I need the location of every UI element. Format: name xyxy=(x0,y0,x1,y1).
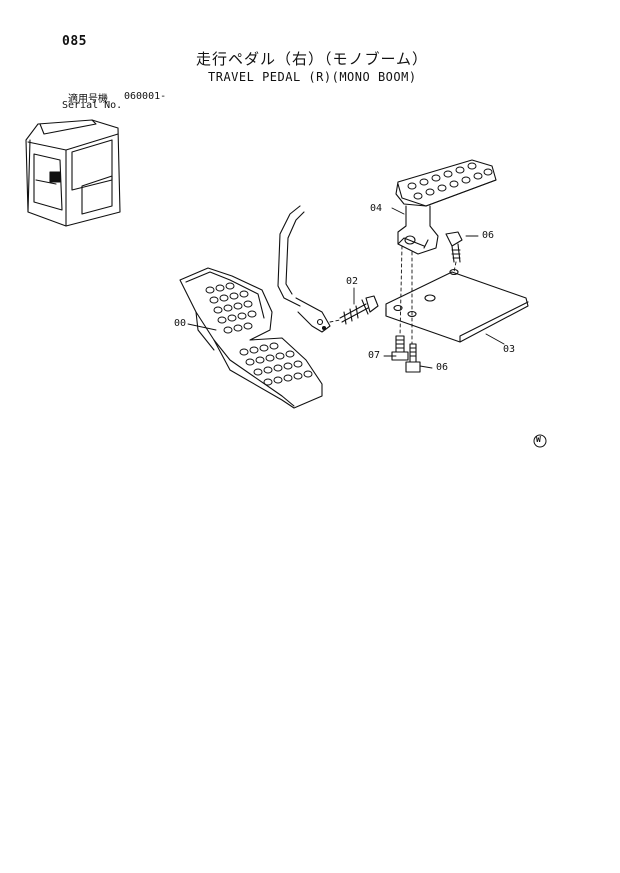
callout-02: 02 xyxy=(346,276,359,287)
bolt-part-06-upper xyxy=(445,231,463,263)
callout-06-lower: 06 xyxy=(436,362,449,373)
bolt-part-06-lower xyxy=(405,343,421,373)
cab-locator-illustration xyxy=(25,119,121,227)
bolt-part-07 xyxy=(391,335,409,361)
w-mark-circle xyxy=(533,434,547,448)
control-rod xyxy=(277,205,331,333)
callout-06-upper: 06 xyxy=(482,230,495,241)
serial-label-japanese: 適用号機 xyxy=(68,94,108,105)
right-pedal-part-04 xyxy=(395,159,497,255)
serial-label-english: Serial No. xyxy=(62,100,123,111)
assembly-guide-lines xyxy=(329,245,457,345)
w-mark: W xyxy=(536,435,541,444)
title-japanese: 走行ペダル（右）（モノブーム） xyxy=(196,50,429,68)
leader-lines xyxy=(187,207,505,369)
title-english: TRAVEL PEDAL (R)(MONO BOOM) xyxy=(208,70,417,84)
callout-04: 04 xyxy=(370,203,383,214)
left-pedal-assembly xyxy=(179,267,323,409)
callout-03: 03 xyxy=(503,344,516,355)
serial-number: 060001- xyxy=(124,91,167,102)
plate-part-03 xyxy=(385,268,529,343)
callout-07: 07 xyxy=(368,350,381,361)
callout-00: 00 xyxy=(174,318,187,329)
bolt-part-02 xyxy=(339,295,379,325)
page-number: 085 xyxy=(62,34,87,49)
